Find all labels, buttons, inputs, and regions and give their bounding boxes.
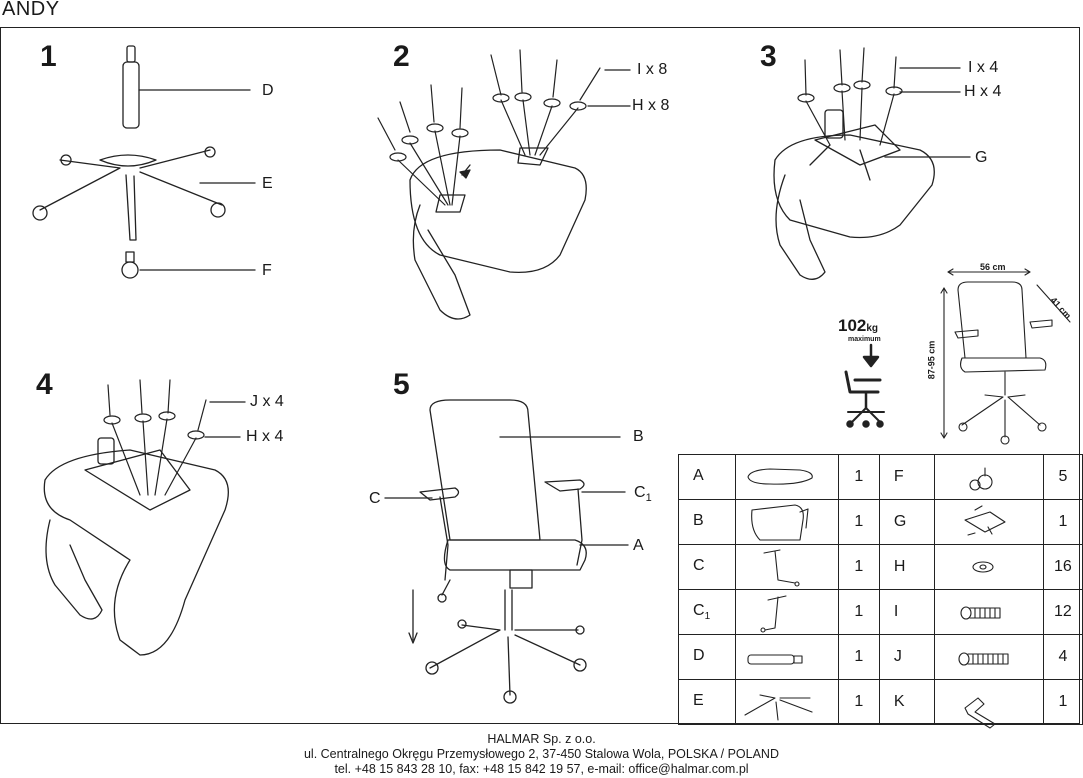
label-backrest: B <box>633 428 644 445</box>
footer-contact: tel. +48 15 843 28 10, fax: +48 15 842 1… <box>334 762 749 776</box>
part-code: C <box>678 544 736 590</box>
part-image <box>734 544 839 590</box>
label-step3-plate: G <box>975 149 988 166</box>
part-image <box>934 589 1044 635</box>
label-caster: F <box>262 262 272 279</box>
part-image <box>934 634 1044 680</box>
capacity-pictogram <box>844 343 885 428</box>
step-number-4: 4 <box>36 368 53 401</box>
part-code: G <box>878 499 936 545</box>
part-image <box>934 454 1044 500</box>
dimension-height: 87-95 cm <box>926 340 937 380</box>
label-step3-bolts: I x 4 <box>968 59 999 76</box>
label-step2-washers: H x 8 <box>632 97 670 114</box>
part-code: K <box>878 679 936 725</box>
part-qty: 1 <box>837 634 880 680</box>
document-title: ANDY <box>2 0 60 20</box>
part-qty: 1 <box>1042 499 1083 545</box>
capacity-value: 102kg <box>838 316 879 335</box>
part-qty: 16 <box>1042 544 1083 590</box>
label-armrest-right: C1 <box>634 484 652 505</box>
label-armrest-left: C <box>369 490 381 507</box>
label-seat: A <box>633 537 644 554</box>
footer-company: HALMAR Sp. z o.o. <box>487 732 596 746</box>
part-code: H <box>878 544 936 590</box>
part-qty: 1 <box>837 544 880 590</box>
part-qty: 12 <box>1042 589 1083 635</box>
label-step4-bolts: J x 4 <box>250 393 284 410</box>
part-code: I <box>878 589 936 635</box>
step-number-2: 2 <box>393 40 410 73</box>
part-qty: 5 <box>1042 454 1083 500</box>
part-qty: 1 <box>837 589 880 635</box>
part-qty: 4 <box>1042 634 1083 680</box>
part-code: J <box>878 634 936 680</box>
step-number-1: 1 <box>40 40 57 73</box>
step-number-3: 3 <box>760 40 777 73</box>
label-step3-washers: H x 4 <box>964 83 1002 100</box>
label-base: E <box>262 175 273 192</box>
label-gas-lift: D <box>262 82 274 99</box>
step-number-5: 5 <box>393 368 410 401</box>
part-qty: 1 <box>1042 679 1083 725</box>
part-image <box>934 499 1044 545</box>
part-code: D <box>678 634 736 680</box>
part-image <box>734 454 839 500</box>
part-image <box>734 589 839 635</box>
part-code: A <box>678 454 736 500</box>
part-image <box>734 499 839 545</box>
dimension-chair-drawing <box>940 268 1071 445</box>
part-code: F <box>878 454 936 500</box>
label-step4-washers: H x 4 <box>246 428 284 445</box>
capacity-note: maximum <box>848 336 881 343</box>
part-code: B <box>678 499 736 545</box>
part-qty: 1 <box>837 499 880 545</box>
part-image <box>934 544 1044 590</box>
part-code: E <box>678 679 736 725</box>
part-qty: 1 <box>837 679 880 725</box>
label-step2-bolts: I x 8 <box>637 61 668 78</box>
part-image <box>734 679 839 725</box>
step2-illustration <box>377 49 631 320</box>
part-image <box>734 634 839 680</box>
step3-illustration <box>773 47 971 280</box>
part-image <box>934 679 1044 725</box>
instruction-frame <box>0 27 1080 724</box>
part-qty: 1 <box>837 454 880 500</box>
dimension-width: 56 cm <box>980 262 1006 272</box>
footer-address: ul. Centralnego Okręgu Przemysłowego 2, … <box>303 747 779 761</box>
company-footer: HALMAR Sp. z o.o. ul. Centralnego Okręgu… <box>0 732 1083 777</box>
part-code: C1 <box>678 589 736 635</box>
step1-illustration <box>32 45 256 279</box>
step4-illustration <box>43 379 246 656</box>
step5-illustration <box>384 399 629 704</box>
